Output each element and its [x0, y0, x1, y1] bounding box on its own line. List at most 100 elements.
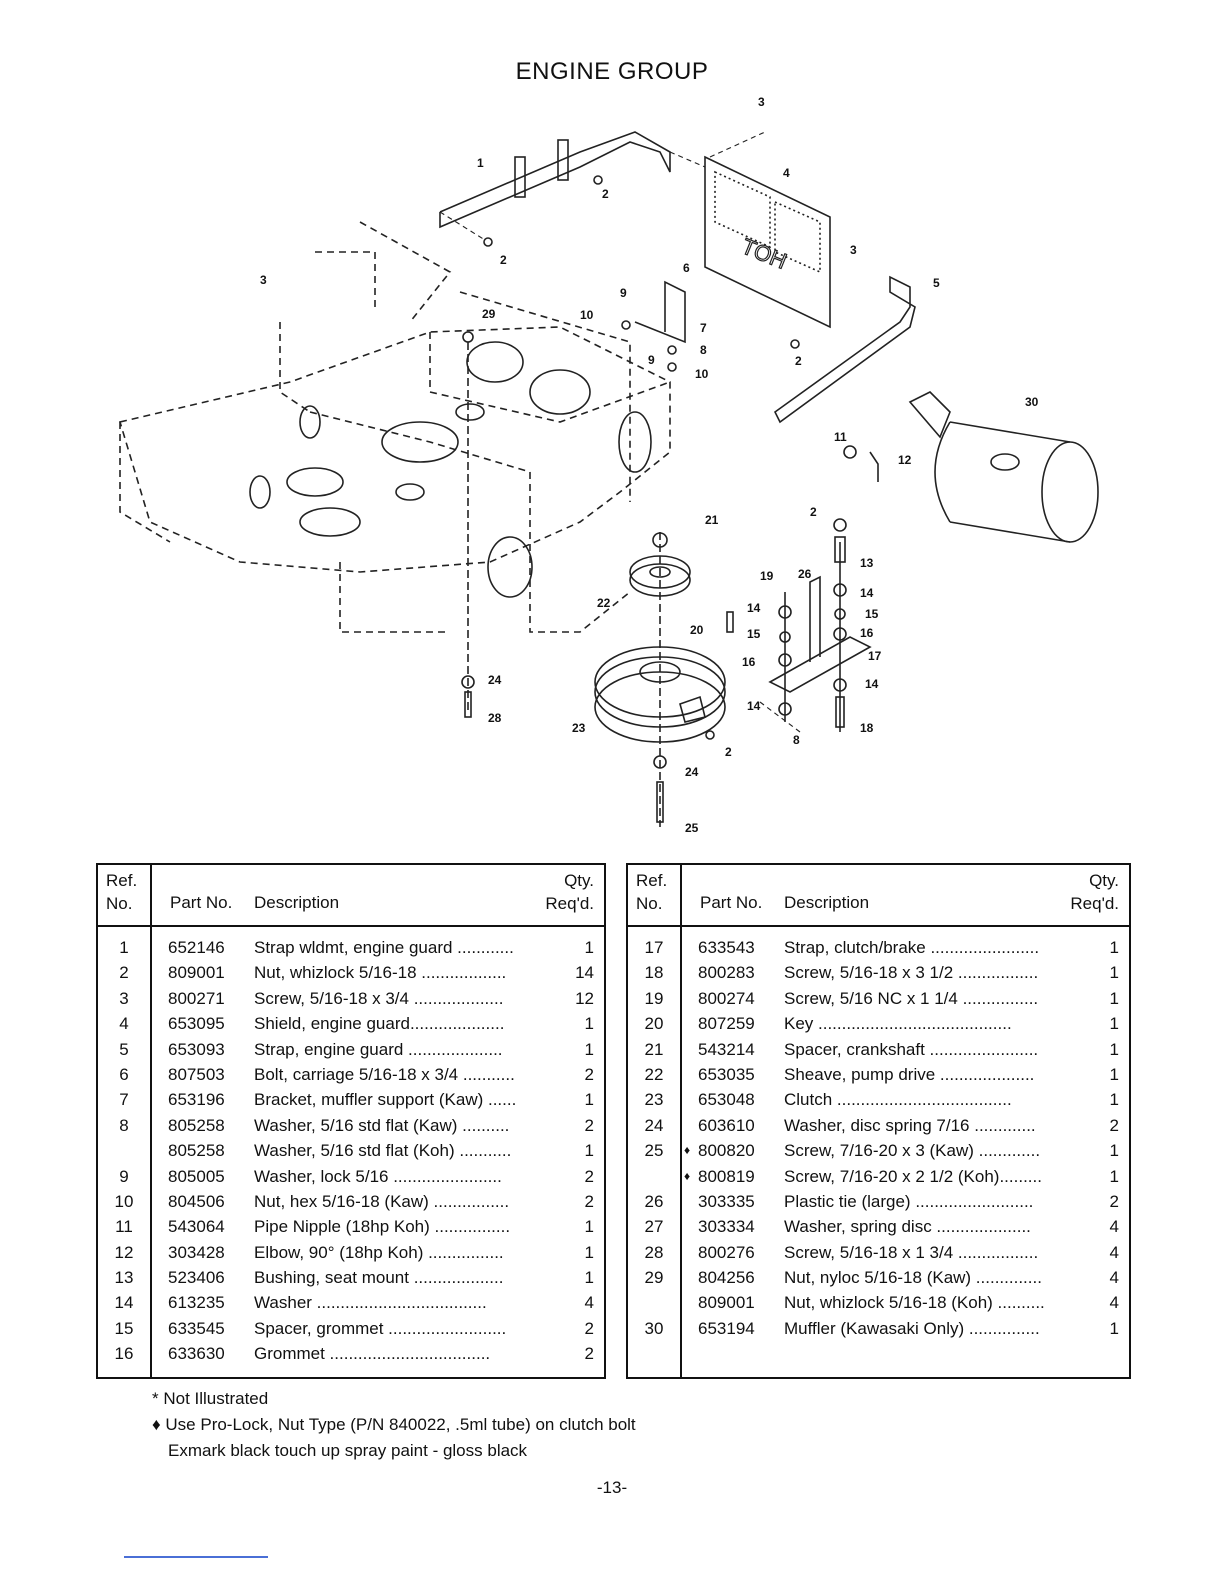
part-number: 805258 — [168, 1115, 225, 1135]
description-cell: Clutch .................................… — [784, 1090, 1012, 1110]
part-no-cell: 800271 — [168, 986, 225, 1011]
part-no-cell: 653035 — [698, 1062, 755, 1087]
qty-cell: 1 — [584, 1014, 594, 1034]
qty-cell: 1 — [1109, 1064, 1119, 1084]
description-cell: Screw, 7/16-20 x 3 (Kaw) ............. — [784, 1141, 1041, 1161]
part-number: 303428 — [168, 1242, 225, 1262]
callout-15b: 15 — [747, 627, 761, 641]
callout-7: 7 — [700, 321, 707, 335]
callout-3c: 3 — [850, 243, 857, 257]
part-number: 800819 — [698, 1166, 755, 1186]
description-cell: Nut, hex 5/16-18 (Kaw) ................ — [254, 1191, 510, 1211]
ref-column-divider — [628, 865, 682, 1377]
engine-frame-holes — [249, 341, 652, 598]
qty-cell: 4 — [584, 1293, 594, 1313]
callout-25: 25 — [685, 821, 699, 835]
ref-cell: 8 — [119, 1115, 129, 1135]
ref-cell: 4 — [119, 1014, 129, 1034]
callout-4: 4 — [783, 166, 790, 180]
ref-cell: 10 — [114, 1191, 134, 1211]
callout-9b: 9 — [648, 353, 655, 367]
shield-engine-guard: TOH — [704, 155, 831, 329]
qty-cell: 1 — [1109, 1318, 1119, 1338]
part-number: 633545 — [168, 1318, 225, 1338]
header-ref: Ref. — [106, 871, 138, 890]
part-number: 653194 — [698, 1318, 755, 1338]
part-no-cell: 653093 — [168, 1037, 225, 1062]
ref-cell: 17 — [644, 938, 664, 957]
part-no-cell: 807259 — [698, 1011, 755, 1036]
part-no-cell: 805005 — [168, 1164, 225, 1189]
svg-text:TOH: TOH — [738, 233, 790, 273]
description-cell: Washer, lock 5/16 ......................… — [254, 1166, 502, 1186]
parts-table-left: Ref. No. Part No. Description Qty. Req'd… — [96, 863, 606, 1379]
part-number: 804256 — [698, 1268, 755, 1288]
callout-2b: 2 — [500, 253, 507, 267]
description-cell: Muffler (Kawasaki Only) ............... — [784, 1318, 1040, 1338]
note-not-illustrated: * Not Illustrated — [152, 1389, 269, 1408]
part-number: 800276 — [698, 1242, 755, 1262]
qty-cell: 1 — [584, 1090, 594, 1110]
description-cell: Shield, engine guard.................... — [254, 1014, 505, 1034]
description-cell: Strap, clutch/brake ....................… — [784, 938, 1040, 957]
description-cell: Strap, engine guard .................... — [254, 1039, 503, 1059]
part-number: 809001 — [168, 963, 225, 983]
header-description: Description — [784, 893, 870, 912]
note-pro-lock: ♦ Use Pro-Lock, Nut Type (P/N 840022, .5… — [152, 1415, 636, 1434]
callout-14b: 14 — [747, 601, 761, 615]
part-number: 633630 — [168, 1344, 225, 1364]
header-qty: Qty. — [1089, 871, 1119, 890]
part-number: 613235 — [168, 1293, 225, 1313]
header-no: No. — [106, 894, 133, 913]
description-cell: Nut, whizlock 5/16-18 (Koh) .......... — [784, 1293, 1045, 1313]
page-number: -13- — [596, 1478, 628, 1497]
ref-cell: 14 — [114, 1293, 134, 1313]
description-cell: Screw, 5/16-18 x 1 3/4 ................. — [784, 1242, 1039, 1262]
qty-cell: 2 — [584, 1318, 594, 1338]
description-cell: Bushing, seat mount ................... — [254, 1268, 504, 1288]
callout-24b: 24 — [685, 765, 699, 779]
ref-cell: 13 — [114, 1268, 134, 1288]
part-number: 653196 — [168, 1090, 225, 1110]
part-no-cell: 653048 — [698, 1087, 755, 1112]
callout-2d: 2 — [810, 505, 817, 519]
part-no-cell: 303428 — [168, 1240, 225, 1265]
header-part-no: Part No. — [170, 893, 233, 912]
callout-30: 30 — [1025, 395, 1039, 409]
callout-6: 6 — [683, 261, 690, 275]
ref-cell: 5 — [119, 1039, 129, 1059]
part-no-cell: 652146 — [168, 935, 225, 960]
part-number: 807259 — [698, 1014, 755, 1034]
diagram-svg: TOH — [118, 95, 1099, 835]
qty-cell: 1 — [1109, 938, 1119, 957]
description-cell: Spacer, crankshaft .....................… — [784, 1039, 1039, 1059]
qty-cell: 2 — [1109, 1115, 1119, 1135]
callout-23: 23 — [572, 721, 586, 735]
part-no-cell: 804256 — [698, 1265, 755, 1290]
header-reqd: Req'd. — [1070, 894, 1119, 913]
ref-column-divider — [98, 865, 152, 1377]
ref-cell: 28 — [644, 1242, 664, 1262]
qty-cell: 2 — [1109, 1191, 1119, 1211]
part-no-cell: 653196 — [168, 1087, 225, 1112]
qty-cell: 2 — [584, 1115, 594, 1135]
ref-cell: 15 — [114, 1318, 134, 1338]
callout-2: 2 — [602, 187, 609, 201]
callout-14: 14 — [860, 586, 874, 600]
description-cell: Pipe Nipple (18hp Koh) ................ — [254, 1217, 511, 1237]
callout-22: 22 — [597, 596, 611, 610]
part-number: 800271 — [168, 988, 225, 1008]
description-cell: Washer, 5/16 std flat (Kaw) .......... — [254, 1115, 510, 1135]
part-number: 653093 — [168, 1039, 225, 1059]
ref-cell: 2 — [119, 963, 129, 983]
